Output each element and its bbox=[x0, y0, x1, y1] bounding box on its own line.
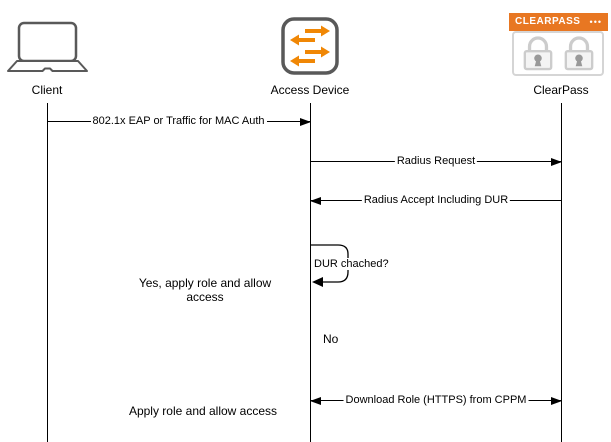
lifeline-clearpass bbox=[561, 103, 562, 442]
note-yes-apply-role: Yes, apply role and allow access bbox=[138, 276, 272, 304]
message-radius-request: Radius Request bbox=[311, 155, 562, 169]
message-label: Radius Request bbox=[394, 155, 478, 169]
clearpass-banner: CLEARPASS ••• bbox=[509, 13, 608, 31]
arrowhead-right-icon bbox=[551, 397, 562, 405]
message-8021x-eap: 802.1x EAP or Traffic for MAC Auth bbox=[47, 115, 311, 129]
arrowhead-left-icon bbox=[310, 197, 321, 205]
lock-icon bbox=[523, 35, 552, 70]
switch-icon bbox=[281, 17, 339, 75]
clearpass-banner-dots: ••• bbox=[589, 16, 602, 27]
lock-icon bbox=[564, 35, 593, 70]
message-label: 802.1x EAP or Traffic for MAC Auth bbox=[90, 115, 267, 129]
actor-label-access-device: Access Device bbox=[270, 83, 350, 97]
clearpass-locks-icon bbox=[512, 31, 604, 76]
lifeline-access-device bbox=[310, 103, 311, 442]
actor-label-client: Client bbox=[31, 83, 63, 97]
lifeline-client bbox=[47, 103, 48, 442]
message-label: Radius Accept Including DUR bbox=[361, 194, 511, 208]
message-label: Download Role (HTTPS) from CPPM bbox=[343, 394, 529, 408]
message-download-role: Download Role (HTTPS) from CPPM bbox=[310, 394, 562, 408]
clearpass-banner-text: CLEARPASS bbox=[515, 16, 581, 27]
message-radius-accept: Radius Accept Including DUR bbox=[310, 194, 561, 208]
arrowhead-right-icon bbox=[551, 158, 562, 166]
actor-label-clearpass: ClearPass bbox=[533, 83, 589, 97]
note-apply-role: Apply role and allow access bbox=[128, 404, 278, 418]
arrowhead-left-icon bbox=[310, 397, 321, 405]
note-no: No bbox=[323, 332, 339, 346]
arrowhead-right-icon bbox=[300, 118, 311, 126]
self-message-label: DUR chached? bbox=[312, 258, 391, 270]
laptop-icon bbox=[7, 21, 88, 72]
